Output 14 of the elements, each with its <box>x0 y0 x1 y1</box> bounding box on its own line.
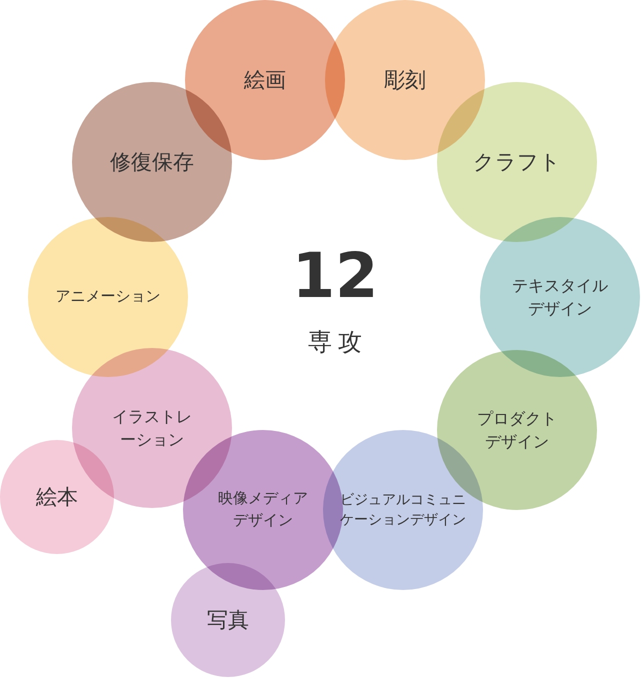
count-number: 12 <box>292 238 378 312</box>
category-label: イラストレーション <box>111 406 193 451</box>
center-caption: 専攻 <box>308 327 368 358</box>
category-label: 修復保存 <box>110 148 194 176</box>
category-label: 写真 <box>207 606 249 634</box>
category-label: ビジュアルコミュニケーションデザイン <box>339 490 467 530</box>
category-label: アニメーション <box>56 286 160 308</box>
category-label: 彫刻 <box>384 66 426 94</box>
category-label: 映像メディアデザイン <box>217 488 309 531</box>
category-label: 絵画 <box>244 66 286 94</box>
category-label: クラフト <box>473 148 561 176</box>
category-label: テキスタイルデザイン <box>511 274 609 320</box>
category-label: 絵本 <box>36 484 78 511</box>
category-label: プロダクトデザイン <box>476 408 558 453</box>
